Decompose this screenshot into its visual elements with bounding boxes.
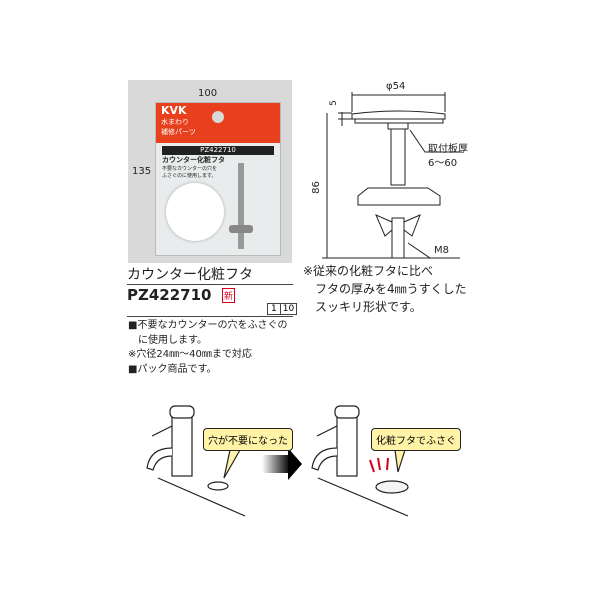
product-photo: 100 135 KVK 水まわり 補修パーツ PZ422710 カウンター化粧フ… [128,80,292,263]
package-line1: 水まわり [161,118,189,126]
brand-logo: KVK [161,104,187,117]
package-desc: 不要なカウンターの穴を [162,166,218,172]
wingnut-product [229,225,253,233]
feature-item: ※穴径24㎜～40㎜まで対応 [128,349,252,360]
note-line: スッキリ形状です。 [303,300,422,314]
feature-item: ■パック商品です。 [128,363,217,375]
dim-height: 135 [132,166,152,177]
divider [127,284,293,285]
lid [375,480,409,494]
lid-product [166,183,224,241]
feature-list: ■不要なカウンターの穴をふさぐの に使用します。 ※穴径24㎜～40㎜まで対応 … [128,319,287,377]
arrow-icon [262,455,290,473]
package-header: KVK 水まわり 補修パーツ [156,103,280,143]
product-code: PZ422710 [127,286,212,304]
diameter-label: φ54 [386,81,406,92]
speech-bubble-after: 化粧フタでふさぐ [371,428,461,451]
bubble-tail [223,449,242,479]
quantity-box: 1 10 [267,303,298,315]
emphasis-marks [369,457,389,473]
leader-thread [407,242,431,259]
package-desc: ふさぐのに使用します。 [162,173,217,179]
package-line2: 補修パーツ [161,128,196,136]
note-line: フタの厚みを4㎜うすくした [303,282,467,296]
bubble-tail [394,449,406,473]
bolt-product [238,163,244,249]
dim-width: 100 [198,88,218,99]
package: KVK 水まわり 補修パーツ PZ422710 カウンター化粧フタ 不要なカウン… [155,102,281,256]
qty-per-pack: 1 [268,304,281,314]
note-line: ※従来の化粧フタに比べ [303,264,434,278]
diagram-note: ※従来の化粧フタに比べ フタの厚みを4㎜うすくした スッキリ形状です。 [303,262,467,316]
speech-bubble-before: 穴が不要になった [203,428,293,451]
hang-hole [212,111,224,123]
divider [127,316,293,317]
faucet-after [311,405,409,517]
bolt-shape [390,128,406,186]
new-badge: 新 [222,288,236,303]
package-name: カウンター化粧フタ [162,156,225,164]
faucet-before [146,405,246,517]
plate-label: 取付板厚 [428,144,468,155]
hole [207,481,229,491]
feature-item: に使用します。 [128,334,207,346]
cap-shape [351,110,446,120]
product-title: カウンター化粧フタ [127,267,253,283]
leader-plate [409,129,462,153]
thread-label: M8 [434,245,449,256]
nut-shape [357,187,441,206]
package-code: PZ422710 [162,146,274,155]
qty-per-case: 10 [282,304,295,314]
plate-range: 6～60 [428,158,458,169]
feature-item: ■不要なカウンターの穴をふさぐの [128,320,288,331]
